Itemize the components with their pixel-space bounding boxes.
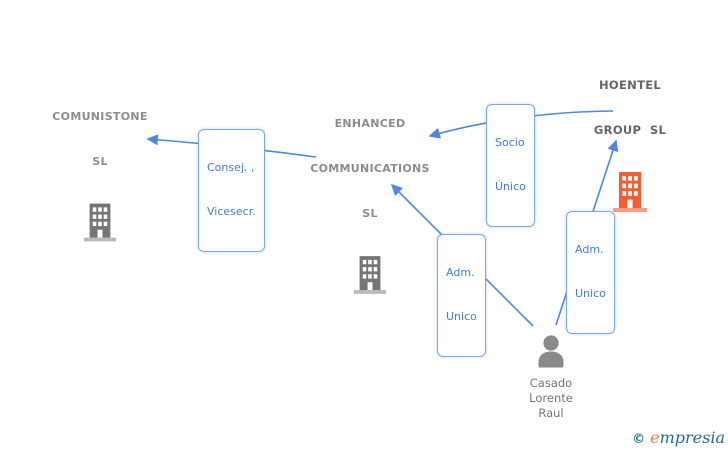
building-icon	[353, 255, 387, 299]
edge-label-line: Adm.	[446, 266, 475, 279]
edge-label-line: Unico	[575, 286, 606, 300]
edge-label-line: Unico	[446, 309, 477, 323]
company-name-line: GROUP SL	[593, 123, 667, 137]
edge-label-line: Consej. ,	[207, 161, 255, 174]
edge-label-line: Adm.	[575, 243, 604, 256]
person-icon	[535, 334, 567, 372]
company-node-hoentel-group[interactable]: HOENTEL GROUP SL	[560, 48, 700, 216]
building-icon	[612, 172, 648, 216]
person-name-line: Casado	[529, 376, 573, 390]
building-icon	[83, 203, 117, 246]
copyright-icon: ©	[632, 432, 646, 447]
company-name-line: COMMUNICATIONS	[310, 162, 430, 175]
company-name: COMUNISTONE SL	[52, 79, 147, 199]
company-name: HOENTEL GROUP SL	[594, 48, 666, 168]
empresia-logo[interactable]: © empresia	[632, 428, 725, 447]
edge-label-consej-vicesecr[interactable]: Consej. , Vicesecr.	[198, 129, 265, 252]
person-name: Casado Lorente Raul	[529, 376, 573, 421]
company-name-line: SL	[362, 207, 378, 220]
company-name-line: COMUNISTONE	[52, 110, 148, 123]
edge-label-adm-unico-right[interactable]: Adm. Unico	[566, 211, 615, 334]
person-name-line: Lorente	[529, 391, 573, 405]
company-node-comunistone[interactable]: COMUNISTONE SL	[30, 79, 170, 246]
brand-first-letter: e	[650, 428, 660, 447]
company-name-line: HOENTEL	[598, 78, 661, 92]
company-name-line: ENHANCED	[334, 117, 406, 130]
brand-wordmark: empresia	[650, 428, 725, 447]
person-node-casado-lorente-raul[interactable]: Casado Lorente Raul	[491, 334, 611, 421]
brand-rest: mpresia	[659, 428, 725, 447]
edge-label-line: Vicesecr.	[207, 204, 256, 218]
company-name-line: SL	[92, 155, 108, 168]
edge-label-line: Socio	[495, 136, 525, 149]
edge-label-line: Único	[495, 179, 526, 193]
edge-label-socio-unico[interactable]: Socio Único	[486, 104, 535, 227]
person-name-line: Raul	[538, 406, 564, 420]
company-name: ENHANCED COMMUNICATIONS SL	[310, 86, 430, 251]
company-node-enhanced-communications[interactable]: ENHANCED COMMUNICATIONS SL	[288, 86, 452, 299]
edge-label-adm-unico-left[interactable]: Adm. Unico	[437, 234, 486, 357]
